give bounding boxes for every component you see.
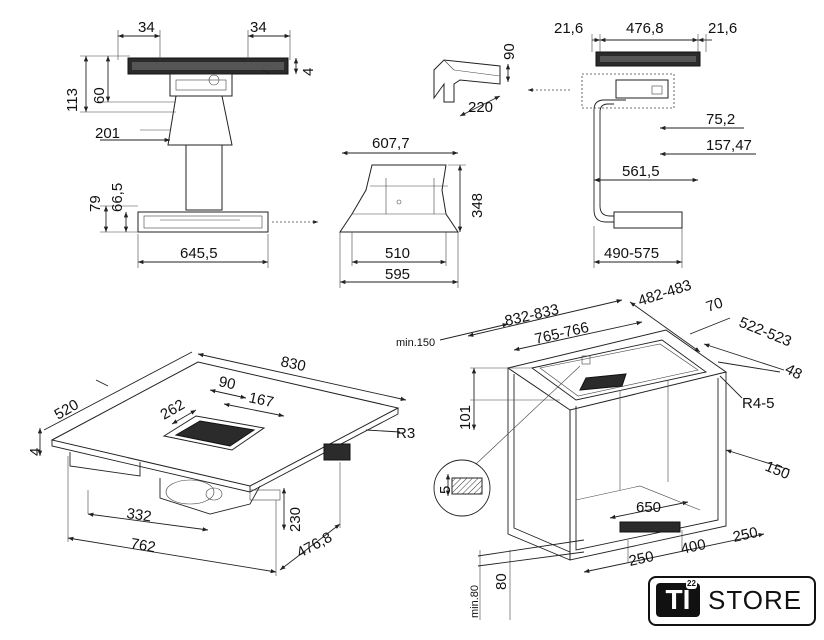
dim-332: 332 (125, 505, 152, 525)
dim-157-47: 157,47 (706, 137, 752, 154)
dim-476-8: 476,8 (626, 20, 664, 37)
dim-r3: R3 (396, 425, 415, 442)
dim-90-hob: 90 (217, 373, 237, 393)
dim-21-6-left: 21,6 (554, 20, 583, 37)
logo-text: STORE (708, 585, 803, 615)
dim-48: 48 (782, 361, 805, 384)
dim-645-5: 645,5 (180, 245, 218, 262)
dim-476-8: 476,8 (294, 529, 335, 562)
dim-4-side: 4 (300, 68, 317, 76)
dim-201: 201 (95, 125, 120, 142)
dim-607-7: 607,7 (372, 135, 410, 152)
duct-front-view: 607,7 348 510 595 (339, 135, 486, 288)
dim-75-2: 75,2 (706, 111, 735, 128)
dim-650: 650 (636, 499, 661, 516)
duct-funnel (339, 164, 459, 233)
dim-490-575: 490-575 (604, 245, 659, 262)
right-side-view: 21,6 476,8 21,6 75,2 157,47 561,5 490-57… (554, 20, 756, 268)
dim-4-hob: 4 (27, 448, 44, 456)
dim-150: 150 (763, 458, 793, 483)
floor-duct-side (137, 211, 269, 233)
dim-r4-5: R4-5 (742, 395, 775, 412)
dim-34-left: 34 (138, 19, 155, 36)
dim-min-150: min.150 (396, 337, 435, 349)
dim-561-5: 561,5 (622, 163, 660, 180)
dim-830: 830 (279, 353, 307, 375)
dim-765-766: 765-766 (533, 319, 590, 348)
dim-101: 101 (457, 405, 474, 430)
dim-66-5: 66,5 (109, 183, 126, 212)
plinth-vent (619, 521, 681, 533)
dim-113: 113 (64, 88, 81, 112)
store-logo: TI 22 STORE (648, 576, 816, 626)
dim-167: 167 (247, 389, 275, 411)
dim-90-elbow: 90 (501, 43, 518, 60)
cabinet-outline-right (581, 73, 675, 109)
dim-80: 80 (493, 573, 510, 590)
dim-762: 762 (129, 535, 157, 556)
side-view: 34 34 113 60 4 201 79 66,5 645,5 (64, 19, 318, 268)
dim-5: 5 (437, 486, 454, 494)
dim-400: 400 (679, 536, 707, 558)
dim-522-523: 522-523 (737, 314, 794, 350)
dim-220: 220 (468, 99, 493, 116)
logo-badge: TI (656, 583, 700, 617)
dim-348: 348 (469, 193, 486, 218)
detail-circle (433, 459, 491, 517)
dim-60: 60 (91, 87, 108, 104)
elbow-body (433, 59, 501, 103)
dim-79: 79 (87, 195, 104, 212)
dim-34-right: 34 (250, 19, 267, 36)
dim-70: 70 (704, 294, 725, 315)
cabinet-isometric: min.150 832-833 765-766 482-483 70 522-5… (396, 277, 805, 620)
dim-230: 230 (287, 507, 304, 532)
elbow-part: 90 220 (433, 43, 570, 117)
dim-832-833: 832-833 (503, 301, 560, 330)
dim-510: 510 (385, 245, 410, 262)
dim-21-6-right: 21,6 (708, 20, 737, 37)
duct-exit-right (613, 211, 683, 229)
dim-min-80: min.80 (469, 585, 481, 618)
dim-482-483: 482-483 (636, 277, 694, 310)
vertical-duct-side (167, 95, 233, 211)
motor-housing-side (169, 73, 233, 97)
dim-595: 595 (385, 266, 410, 283)
dim-250-right: 250 (731, 524, 759, 546)
dim-250-left: 250 (627, 548, 655, 570)
logo-superscript: 22 (686, 579, 697, 589)
hob-isometric: 830 520 90 262 167 R3 4 332 230 762 (27, 351, 415, 576)
dim-520: 520 (52, 396, 82, 423)
